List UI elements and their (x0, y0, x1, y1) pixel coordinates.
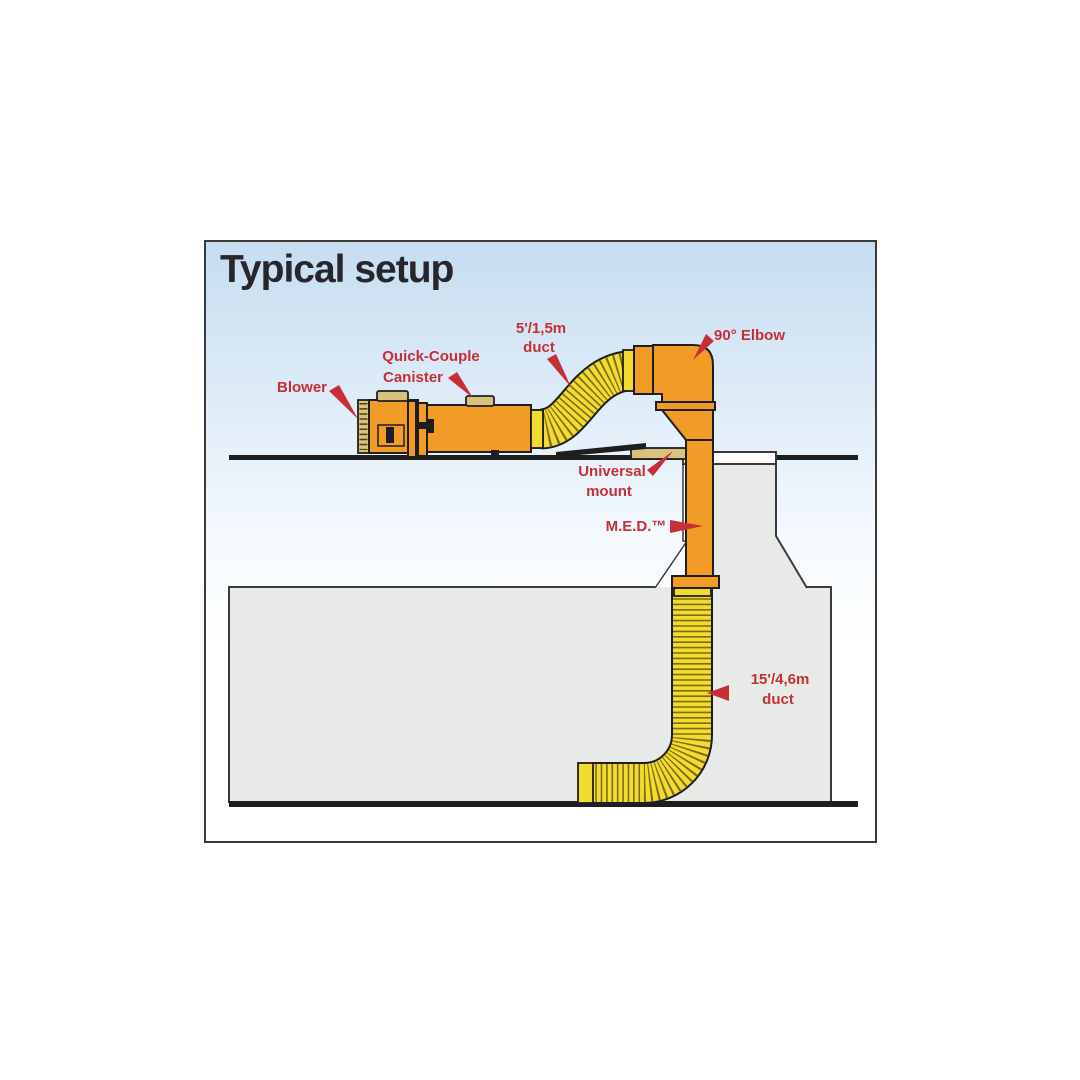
floor-line (229, 801, 858, 807)
duct-5ft-graphic (530, 349, 640, 450)
elbow-label: 90° Elbow (714, 327, 786, 344)
universal-mount-label-line1: Universal (578, 463, 646, 480)
quick-couple-label-line2: Canister (382, 369, 444, 386)
duct-15ft-label-line1: 15'/4,6m (750, 671, 810, 688)
blower-label: Blower (276, 379, 328, 396)
duct-15ft-label-line2: duct (762, 691, 794, 708)
med-label: M.E.D.™ (605, 518, 667, 535)
canister-arrow-icon (448, 372, 473, 398)
med-arrow-icon (670, 520, 703, 533)
diagram-panel: Typical setup Blower Quick-Couple Canist… (204, 240, 877, 843)
duct-15ft-graphic (577, 582, 713, 804)
duct-5ft-arrow-icon (547, 354, 571, 387)
underground-chamber (228, 464, 832, 803)
setup-diagram-graphic (228, 334, 858, 807)
blower-graphic (357, 390, 419, 458)
mount-arrow-icon (647, 451, 673, 476)
duct-5ft-label-line2: duct (523, 339, 555, 356)
med-duct-graphic (659, 409, 720, 589)
diagram-title: Typical setup (220, 248, 454, 291)
blower-arrow-icon (329, 385, 358, 419)
elbow-graphic (633, 344, 716, 411)
quick-couple-label-line1: Quick-Couple (382, 348, 480, 365)
elbow-arrow-icon (693, 334, 714, 360)
ground-line (229, 455, 858, 460)
duct-5ft-label-line1: 5'/1,5m (515, 320, 567, 337)
duct-15ft-arrow-icon (707, 685, 729, 701)
universal-mount-label-line2: mount (586, 483, 632, 500)
canister-graphic (417, 395, 544, 457)
